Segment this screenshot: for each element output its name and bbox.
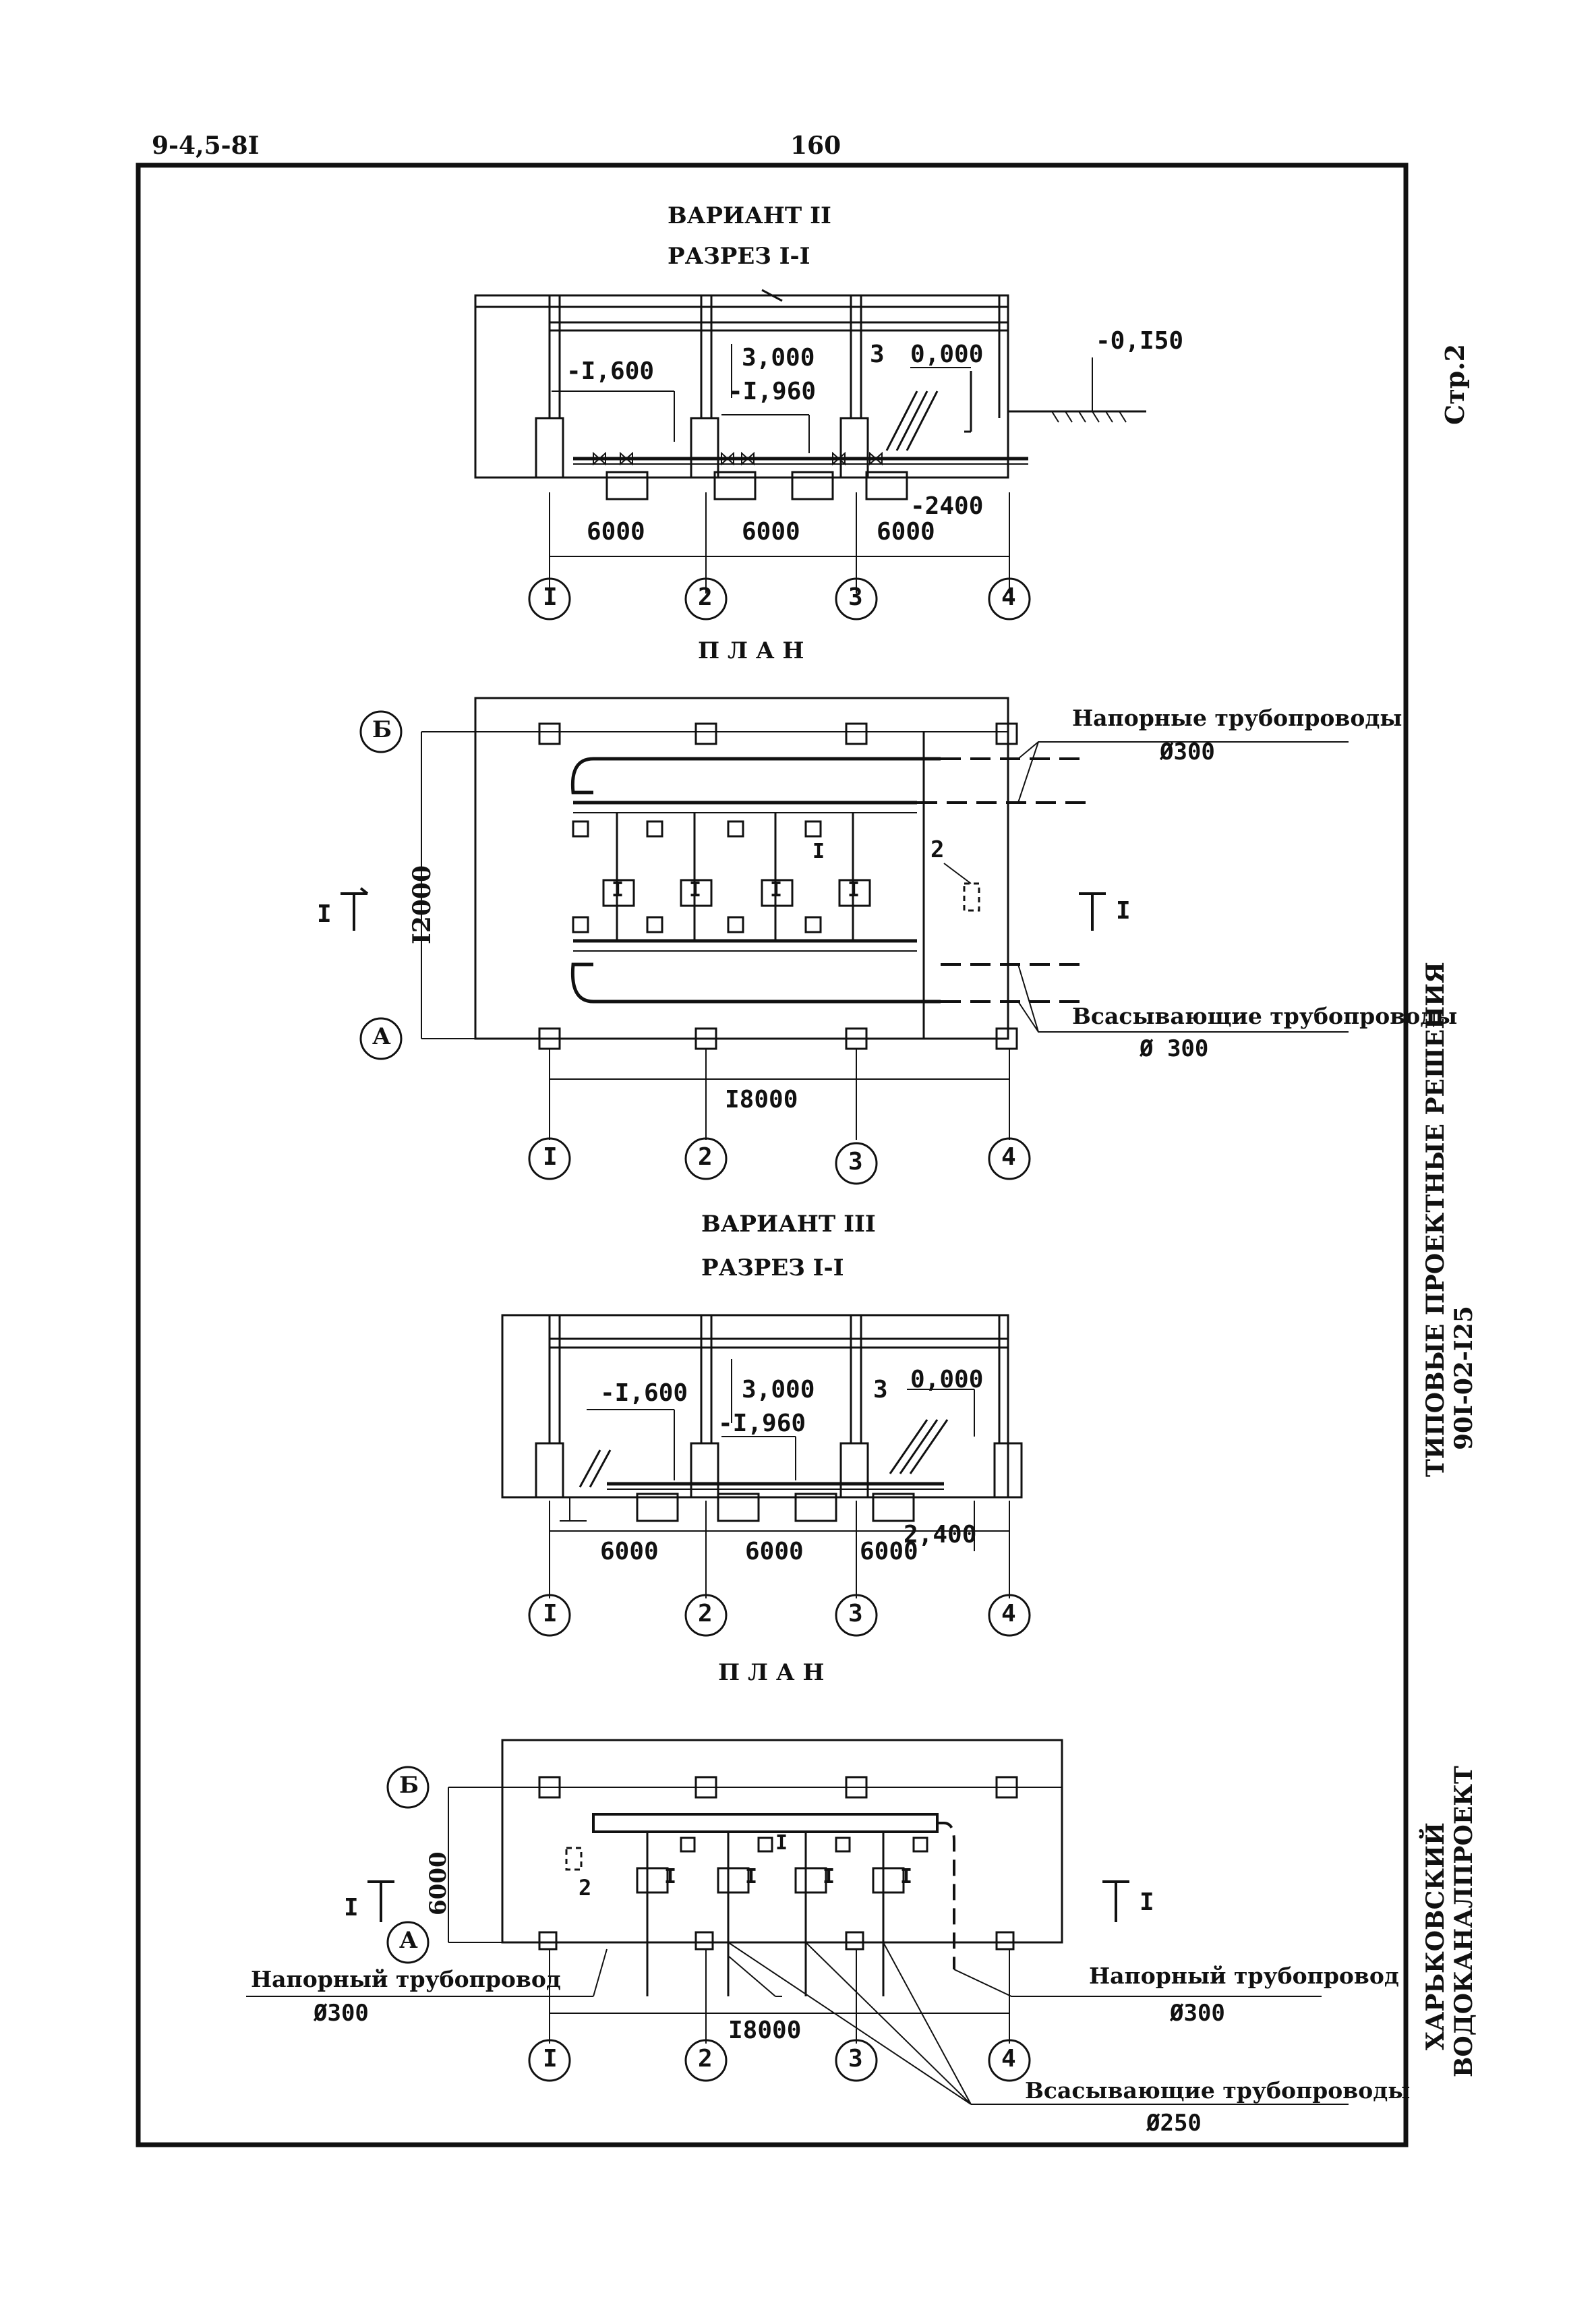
v2-discharge-label: Напорные трубопроводы: [1072, 705, 1402, 731]
series-title: ТИПОВЫЕ ПРОЕКТНЫЕ РЕШЕНИЯ: [1421, 962, 1450, 1477]
v2-cut-right: I: [1116, 897, 1131, 925]
v2-section: [474, 289, 1146, 620]
v3-plan-axis-1: I: [543, 2045, 558, 2073]
v2-suction-dia: Ø 300: [1140, 1035, 1209, 1062]
v2-axis-1: I: [543, 583, 558, 611]
v3-section: [501, 1314, 1031, 1637]
v3-suction-label: Всасывающие трубопроводы: [1025, 2077, 1411, 2104]
v3-plan-title: П Л А Н: [718, 1659, 825, 1686]
v2-level-5: -0,I50: [1096, 327, 1184, 355]
v3-axis-4: 4: [1001, 1600, 1016, 1627]
v2-plan: [341, 697, 1349, 1185]
v2-discharge-dia: Ø300: [1160, 739, 1215, 765]
v2-title: ВАРИАНТ II: [668, 202, 831, 229]
v3-cut-left: I: [344, 1894, 359, 1921]
doc-code: 9-4,5-8I: [152, 132, 260, 160]
v2-plan-title: П Л А Н: [698, 637, 804, 664]
v3-discharge-left-dia: Ø300: [314, 2000, 369, 2027]
v2-level-6: -2400: [910, 492, 984, 520]
v3-pump-3: I: [823, 1865, 835, 1888]
v3-plan-axis-4: 4: [1001, 2045, 1016, 2073]
v3-axis-1: I: [543, 1600, 558, 1627]
v2-width-dim: I2000: [408, 865, 436, 944]
v3-pump-mark: I: [775, 1831, 788, 1855]
v2-axis-4: 4: [1001, 583, 1016, 611]
v2-level-1: -I,600: [566, 357, 655, 385]
v3-row-b: Б: [399, 1772, 419, 1799]
v3-discharge-left-label: Напорный трубопровод: [251, 1966, 561, 1992]
v2-cut-left: I: [317, 900, 332, 928]
v3-pump-4: I: [900, 1865, 913, 1888]
v2-span-1: 6000: [587, 518, 645, 546]
series-code: 90I-02-I25: [1450, 1306, 1478, 1450]
v2-suction-label: Всасывающие трубопроводы: [1072, 1003, 1458, 1029]
v3-item2: 2: [579, 1875, 592, 1901]
v3-plan: [246, 1739, 1349, 2105]
v2-plan-axis-3: 3: [848, 1148, 863, 1176]
v3-discharge-right-label: Напорный трубопровод: [1089, 1963, 1399, 1989]
sheet-frame: [136, 163, 1409, 2147]
v3-discharge-right-dia: Ø300: [1170, 2000, 1225, 2027]
v3-pump-1: I: [664, 1865, 677, 1888]
v3-axis-2: 2: [698, 1600, 713, 1627]
v3-level-2: 3,000: [742, 1376, 815, 1404]
sheet-label: Стр.2: [1440, 343, 1470, 425]
v2-pump-3: I: [770, 878, 783, 902]
v3-cut-right: I: [1140, 1888, 1154, 1916]
v2-axis-3: 3: [848, 583, 863, 611]
v2-length-dim: I8000: [725, 1086, 798, 1114]
v2-plan-axis-4: 4: [1001, 1143, 1016, 1171]
v2-pump-4: I: [848, 878, 860, 902]
v3-section-title: РАЗРЕЗ I-I: [701, 1254, 844, 1281]
v3-level-3: -I,960: [718, 1410, 806, 1437]
v2-level-2: 3,000: [742, 344, 815, 372]
v2-pump-mark: I: [812, 840, 825, 863]
v3-length-dim: I8000: [728, 2017, 802, 2044]
v2-span-3: 6000: [877, 518, 935, 546]
org-line1: ХАРЬКОВСКИЙ: [1421, 1822, 1450, 2050]
v3-suction-dia: Ø250: [1146, 2110, 1202, 2137]
v2-item3: 3: [870, 341, 885, 368]
v2-row-b: Б: [372, 716, 392, 743]
v3-axis-3: 3: [848, 1600, 863, 1627]
v3-item3: 3: [873, 1376, 888, 1404]
v2-pump-1: I: [612, 878, 624, 902]
org-line2: ВОДОКАНАЛПРОЕКТ: [1450, 1766, 1478, 2077]
v3-level-5: 2,400: [904, 1521, 977, 1549]
v2-span-2: 6000: [742, 518, 800, 546]
v3-level-4: 0,000: [910, 1366, 984, 1393]
v2-level-3: -I,960: [728, 378, 817, 405]
v2-pump-2: I: [689, 878, 702, 902]
v2-section-title: РАЗРЕЗ I-I: [668, 243, 810, 270]
v2-item2: 2: [930, 836, 945, 863]
v3-level-1: -I,600: [600, 1379, 688, 1407]
page-number: 160: [790, 132, 841, 160]
v3-plan-axis-3: 3: [848, 2045, 863, 2073]
v2-plan-axis-2: 2: [698, 1143, 713, 1171]
v3-span-1: 6000: [600, 1538, 659, 1565]
v3-span-3: 6000: [860, 1538, 918, 1565]
v3-pump-2: I: [745, 1865, 758, 1888]
v2-row-a: А: [372, 1023, 391, 1050]
v2-axis-2: 2: [698, 583, 713, 611]
v3-row-a: А: [399, 1927, 418, 1954]
v2-level-4: 0,000: [910, 341, 984, 368]
v3-plan-axis-2: 2: [698, 2045, 713, 2073]
v2-plan-axis-1: I: [543, 1143, 558, 1171]
v3-width-dim: 6000: [425, 1851, 452, 1915]
v3-span-2: 6000: [745, 1538, 804, 1565]
v3-title: ВАРИАНТ III: [701, 1211, 876, 1238]
